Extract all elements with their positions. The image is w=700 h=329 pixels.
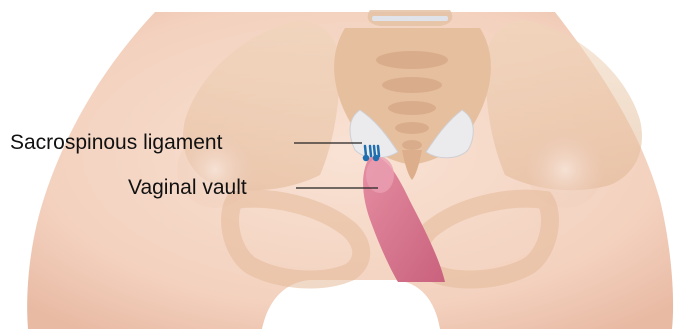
intervertebral-disc	[372, 16, 448, 21]
sacrospinous-ligament-label: Sacrospinous ligament	[10, 132, 222, 153]
thigh-gap	[262, 280, 440, 329]
vaginal-vault-label: Vaginal vault	[128, 177, 247, 198]
